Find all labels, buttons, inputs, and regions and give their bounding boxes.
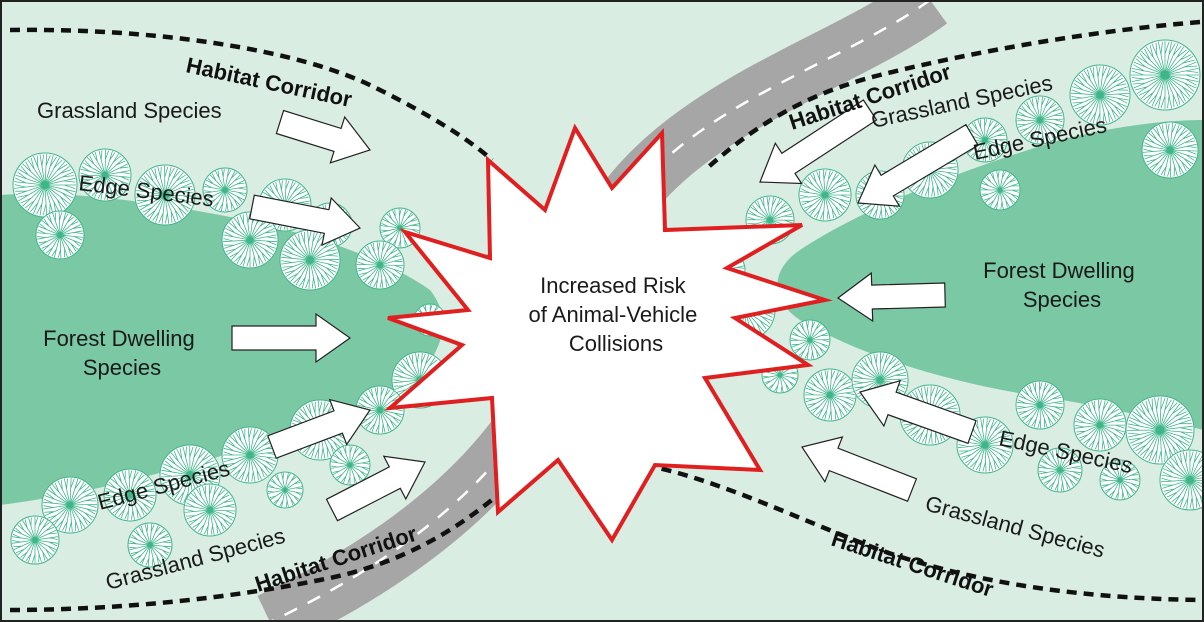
arrow-right-icon xyxy=(248,194,362,247)
arrow-left-icon xyxy=(836,271,946,323)
tree-canopy-icon xyxy=(202,167,248,213)
left-tree-canopies xyxy=(10,148,516,568)
left-forest-label: Forest Dwelling Species xyxy=(43,326,201,380)
tree-canopy-icon xyxy=(134,164,196,226)
tree-canopy-icon xyxy=(355,240,405,290)
tree-canopy-icon xyxy=(1015,380,1065,430)
tree-canopy-icon xyxy=(803,368,857,422)
tree-canopy-icon xyxy=(1141,121,1199,179)
tree-canopy-icon xyxy=(1037,447,1083,493)
arrow-left-icon xyxy=(759,99,878,185)
tree-canopy-icon xyxy=(789,319,831,361)
collision-risk-label: Increased Risk of Animal-Vehicle Collisi… xyxy=(529,273,704,356)
arrow-left-icon xyxy=(857,123,979,207)
tree-canopy-icon xyxy=(12,152,78,218)
tree-canopy-icon xyxy=(1069,64,1131,126)
tree-canopy-icon xyxy=(1129,39,1201,111)
tree-canopy-icon xyxy=(1015,95,1065,145)
collision-burst-icon xyxy=(383,123,833,544)
left-corridor-top-line xyxy=(9,27,494,162)
right-corridor-top-line xyxy=(703,19,1201,172)
arrow-left-icon xyxy=(859,379,977,445)
tree-canopy-icon xyxy=(798,168,852,222)
tree-canopy-icon xyxy=(329,444,371,486)
tree-canopy-icon xyxy=(35,210,85,260)
arrow-right-icon xyxy=(325,455,426,522)
arrow-right-icon xyxy=(267,398,371,459)
left-grassland-top-label: Grassland Species xyxy=(37,98,222,123)
tree-canopy-icon xyxy=(979,169,1021,211)
tree-canopy-icon xyxy=(221,211,279,269)
tree-canopy-icon xyxy=(10,515,60,565)
arrow-right-icon xyxy=(275,109,371,164)
tree-canopy-icon xyxy=(183,483,237,537)
tree-canopy-icon xyxy=(78,148,132,202)
tree-canopy-icon xyxy=(1159,449,1204,511)
right-forest-label: Forest Dwelling Species xyxy=(983,258,1141,312)
tree-canopy-icon xyxy=(127,522,173,568)
left-corridor-bottom-line xyxy=(9,478,517,613)
tree-canopy-icon xyxy=(41,476,99,534)
right-corridor-bottom-line xyxy=(644,462,1201,603)
tree-canopy-icon xyxy=(103,468,157,522)
tree-canopy-icon xyxy=(266,471,304,509)
arrow-left-icon xyxy=(801,436,918,502)
migration-arrows xyxy=(231,99,979,522)
arrow-right-icon xyxy=(231,312,352,364)
tree-canopy-icon xyxy=(1125,395,1195,465)
tree-canopy-icon xyxy=(1099,459,1141,501)
